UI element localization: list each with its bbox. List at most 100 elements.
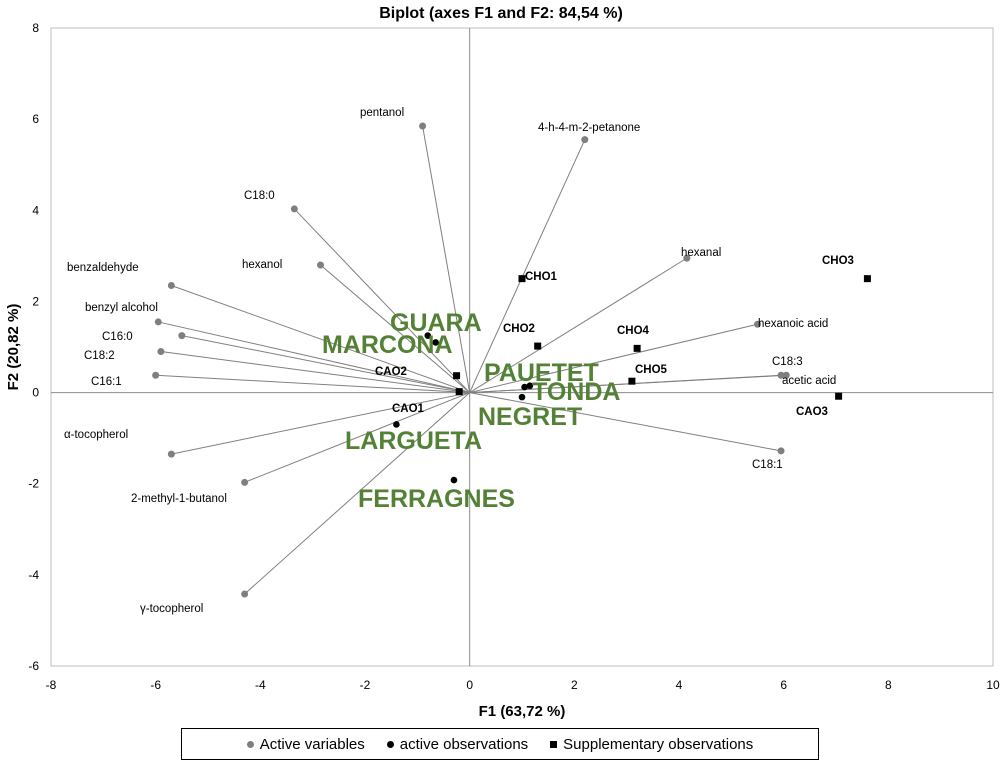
supplementary-point [633,344,641,352]
observation-point [450,476,458,484]
supplementary-point [453,372,461,380]
legend-label: Supplementary observations [563,735,754,753]
y-tick-label: 6 [32,112,39,126]
supplementary-label: CAO3 [796,406,828,418]
y-tick-label: 2 [32,294,39,308]
variable-label: benzaldehyde [67,262,139,274]
variable-point [241,590,249,598]
variable-vector [422,125,471,393]
cultivar-label: FERRAGNES [358,485,515,513]
x-tick-label: 10 [986,678,1000,692]
circle-marker-icon [246,740,254,748]
variable-vectors [155,125,787,595]
variable-label: hexanol [242,259,282,271]
variable-point [683,254,691,262]
cultivar-label: NEGRET [478,403,582,431]
circle-marker-icon [386,740,394,748]
x-tick-label: 8 [885,678,892,692]
variable-vector [155,374,470,394]
supplementary-label: CHO4 [617,325,650,337]
cultivar-label: LARGUETA [345,427,482,455]
variable-point [167,450,175,458]
supplementary-point [518,275,526,283]
x-tick-label: 2 [571,678,578,692]
y-tick-label: 4 [32,203,39,217]
variable-vector [469,257,688,393]
chart-title: Biplot (axes F1 and F2: 84,54 %) [379,5,623,22]
x-tick-label: 6 [780,678,787,692]
supplementary-point [835,392,843,400]
legend-label: active observations [399,735,529,753]
variable-label: γ-tocopherol [140,603,203,615]
x-tick-label: -8 [46,678,57,692]
variable-vector [244,392,471,595]
cultivar-label: TONDA [532,378,620,406]
legend-item-supplementary-observations: Supplementary observations [550,736,753,753]
variable-label: hexanoic acid [758,318,828,330]
y-tick-label: -6 [28,659,39,673]
observation-point [518,393,526,401]
variable-point [167,281,175,289]
observation-point [526,382,534,390]
cultivar-label: MARCONA [322,331,453,359]
plot-area-frame [50,27,994,667]
supplementary-label: CHO3 [822,255,854,267]
supplementary-label: CAO2 [375,366,407,378]
axes-layer [51,28,993,666]
variable-vector [293,208,471,393]
data-points [152,122,871,598]
variable-vector [160,351,470,394]
variable-point [317,261,325,269]
variable-label: 4-h-4-m-2-petanone [538,122,640,134]
variable-label: pentanol [360,107,404,119]
variable-point [754,320,761,328]
chart-legend: Active variables active observations Sup… [181,728,819,760]
x-tick-label: -2 [360,678,371,692]
x-tick-label: 4 [676,678,683,692]
y-tick-label: 0 [32,386,39,400]
variable-vector [469,323,758,394]
legend-item-active-observations: active observations [386,735,529,753]
variable-point [152,371,160,379]
supplementary-label: CHO1 [525,271,558,283]
variable-point [777,371,785,379]
variable-vector [158,321,470,394]
variable-label: C16:1 [91,376,122,388]
variable-label: acetic acid [782,375,836,387]
x-tick-label: -6 [150,678,161,692]
variable-vector [469,374,787,394]
variable-label: C18:2 [84,350,115,362]
observation-point [393,421,400,428]
variable-label: 2-methyl-1-butanol [131,493,227,505]
cultivar-label: PAUETET [484,359,599,387]
variable-point [241,478,249,486]
variable-vector [469,392,782,452]
x-axis-title: F1 (63,72 %) [479,703,566,720]
variable-point [777,447,785,455]
y-tick-label: -4 [28,568,39,582]
variable-label: C18:0 [244,190,275,202]
variable-vector [244,392,470,483]
variable-point [290,205,298,213]
square-marker-icon [550,740,558,748]
y-tick-label: -2 [28,477,39,491]
supplementary-label: CHO2 [503,323,535,335]
x-tick-label: -4 [255,678,266,692]
variable-point [581,136,589,144]
supplementary-point [455,388,463,396]
variable-label: benzyl alcohol [85,302,158,314]
x-tick-label: 0 [466,678,473,692]
variable-label: C18:1 [752,459,783,471]
biplot-chart: Biplot (axes F1 and F2: 84,54 %) -8 -6 -4 -… [5,5,1000,720]
variable-vector [469,139,586,393]
variable-point [154,318,162,326]
legend-item-active-variables: Active variables [246,736,365,753]
supplementary-point [534,342,542,350]
supplementary-point [863,275,871,283]
variable-vector [320,264,470,393]
variable-vector [171,392,470,455]
observation-point [424,332,432,339]
variable-label: C16:0 [102,331,133,343]
